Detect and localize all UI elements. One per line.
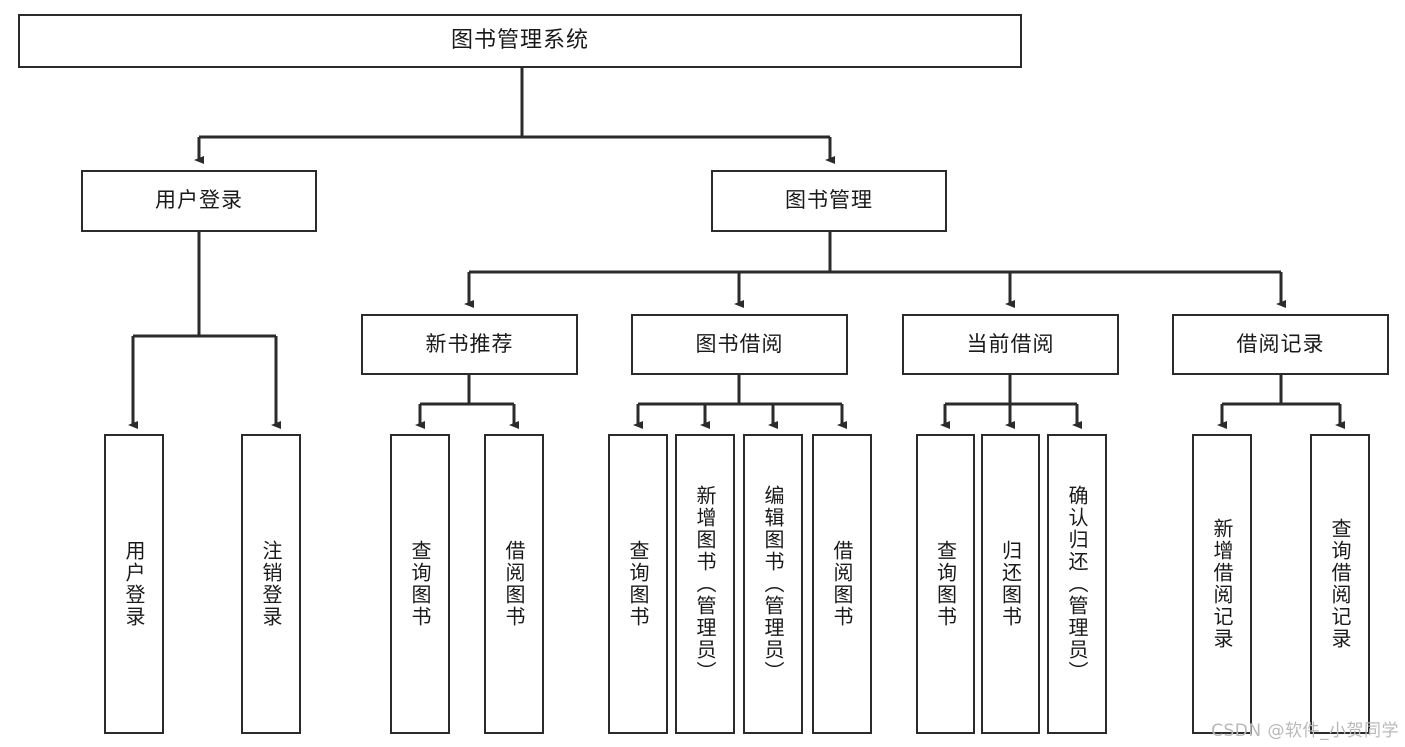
node-user-login[interactable]: 用户登录	[81, 170, 317, 232]
node-label: 新增图书（管理员）	[693, 485, 717, 683]
node-label: 借阅图书	[502, 540, 526, 628]
node-current-borrow[interactable]: 当前借阅	[902, 314, 1119, 375]
node-label: 图书管理	[785, 188, 873, 213]
node-label: 用户登录	[155, 188, 243, 213]
node-root-book-management-system[interactable]: 图书管理系统	[18, 14, 1022, 68]
node-label: 查询图书	[626, 540, 650, 628]
node-borrow-record[interactable]: 借阅记录	[1172, 314, 1389, 375]
node-label: 编辑图书（管理员）	[761, 485, 785, 683]
node-new-book-recommend[interactable]: 新书推荐	[361, 314, 578, 375]
leaf-current-borrow-query[interactable]: 查询图书	[916, 434, 975, 734]
node-book-management[interactable]: 图书管理	[711, 170, 947, 232]
node-label: 查询图书	[933, 540, 958, 628]
leaf-new-book-query[interactable]: 查询图书	[390, 434, 450, 734]
node-label: 查询借阅记录	[1328, 518, 1352, 650]
leaf-user-login-logout[interactable]: 注销登录	[241, 434, 301, 734]
node-label: 用户登录	[122, 540, 146, 628]
leaf-new-book-borrow[interactable]: 借阅图书	[484, 434, 544, 734]
node-label: 新书推荐	[425, 331, 514, 356]
leaf-current-borrow-return[interactable]: 归还图书	[981, 434, 1040, 734]
leaf-borrow-record-query[interactable]: 查询借阅记录	[1310, 434, 1370, 734]
csdn-watermark: CSDN @软件_小贺同学	[1211, 721, 1399, 741]
node-label: 新增借阅记录	[1210, 518, 1234, 650]
leaf-book-borrow-query[interactable]: 查询图书	[608, 434, 668, 734]
leaf-borrow-record-add[interactable]: 新增借阅记录	[1192, 434, 1252, 734]
node-label: 图书借阅	[695, 331, 784, 356]
node-label: 借阅记录	[1236, 331, 1325, 356]
node-label: 借阅图书	[830, 540, 854, 628]
leaf-current-borrow-confirm-return[interactable]: 确认归还（管理员）	[1047, 434, 1107, 734]
node-label: 图书管理系统	[450, 27, 589, 53]
node-label: 确认归还（管理员）	[1065, 485, 1089, 683]
leaf-user-login-login[interactable]: 用户登录	[104, 434, 164, 734]
node-book-borrow[interactable]: 图书借阅	[631, 314, 848, 375]
node-label: 查询图书	[408, 540, 432, 628]
leaf-book-borrow-borrow[interactable]: 借阅图书	[812, 434, 872, 734]
node-label: 归还图书	[998, 540, 1023, 628]
node-label: 当前借阅	[966, 331, 1055, 356]
leaf-book-borrow-add[interactable]: 新增图书（管理员）	[675, 434, 735, 734]
node-label: 注销登录	[259, 540, 283, 628]
leaf-book-borrow-edit[interactable]: 编辑图书（管理员）	[743, 434, 803, 734]
